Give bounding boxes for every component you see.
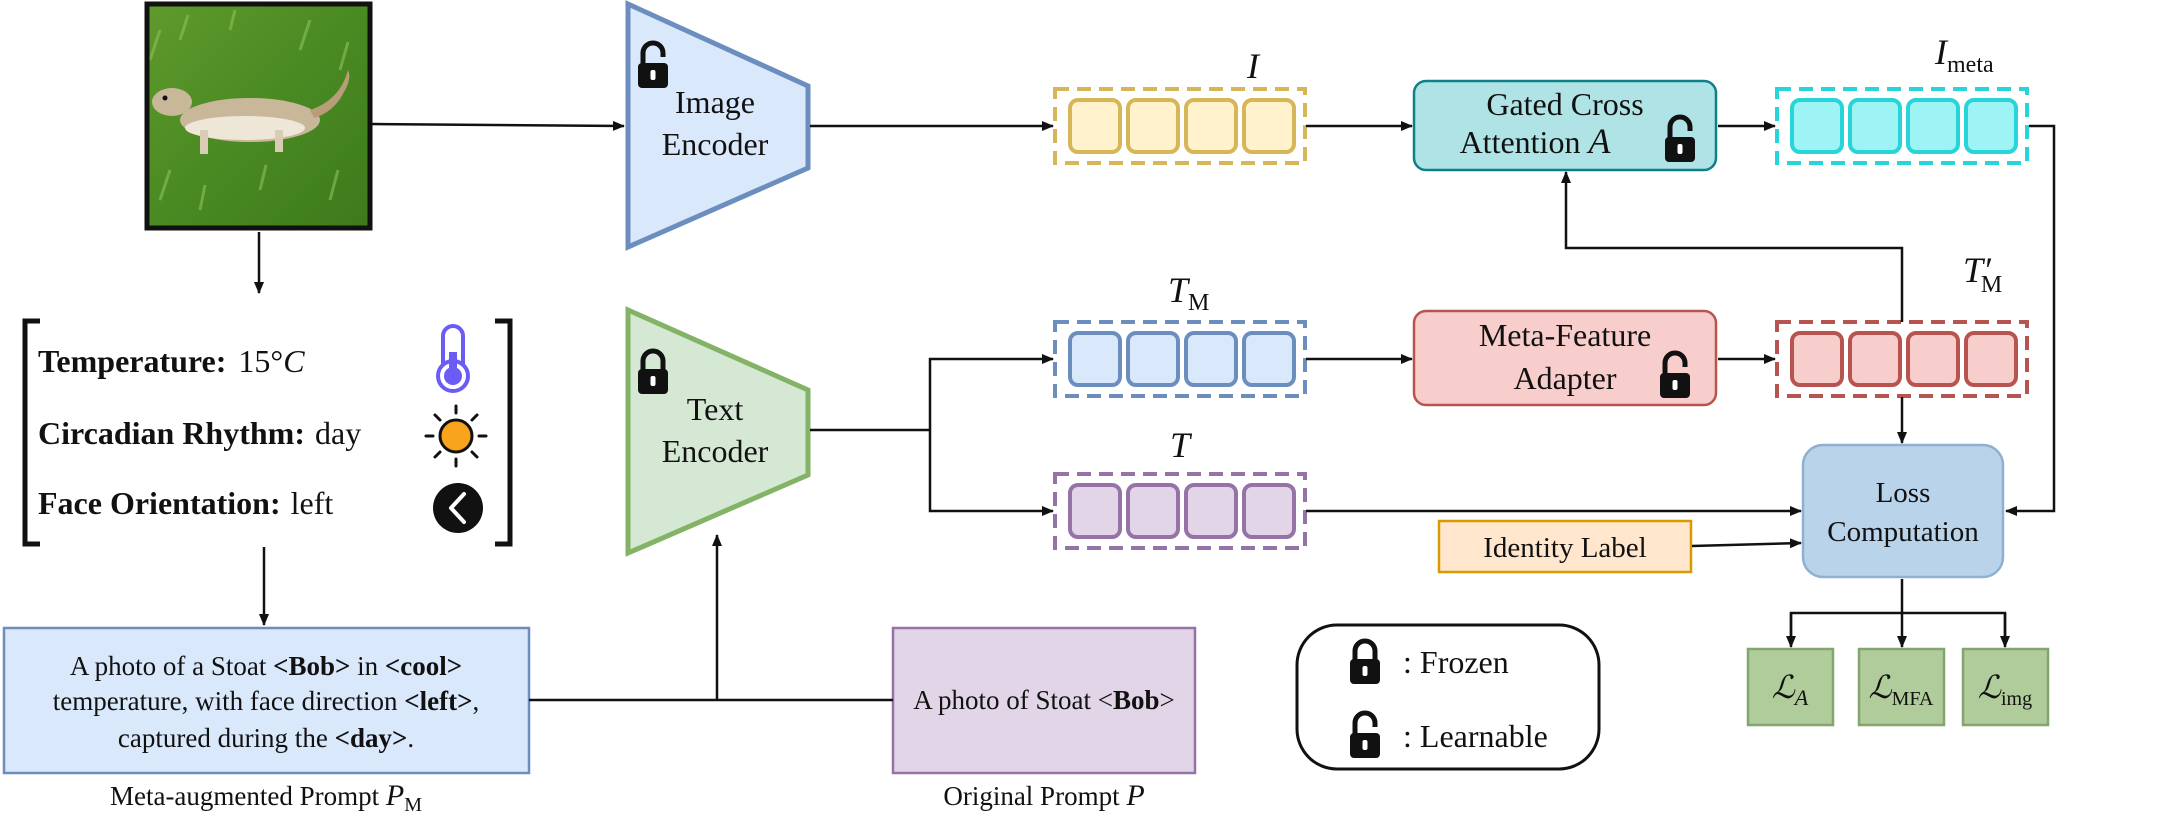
token-t-frame bbox=[1053, 472, 1307, 550]
token-i-token bbox=[1184, 98, 1238, 154]
metadata-bracket-right bbox=[495, 318, 513, 547]
loss-outputs: ℒA ℒMFA ℒimg bbox=[1746, 647, 2050, 727]
loss-label-2: Computation bbox=[1827, 516, 1979, 548]
meta-feature-adapter-box bbox=[1412, 309, 1718, 407]
token-t-token bbox=[1184, 483, 1238, 539]
meta-prompt-line-1: A photo of a Stoat <Bob> in <cool> bbox=[70, 651, 462, 681]
identity-label: Identity Label bbox=[1437, 519, 1693, 574]
line-loss-branches bbox=[1789, 611, 2007, 645]
sun-icon bbox=[424, 404, 488, 468]
metadata-bracket-left bbox=[22, 318, 40, 547]
text-encoder-label-2: Encoder bbox=[662, 433, 769, 469]
label-i-meta: Imeta bbox=[1934, 32, 1994, 78]
image-encoder-label-1: Image bbox=[675, 84, 755, 120]
image-encoder-shape bbox=[625, 0, 811, 251]
text-encoder-label-1: Text bbox=[687, 391, 744, 427]
metadata-temperature: Temperature:15°C bbox=[38, 343, 305, 379]
token-group-i-meta bbox=[1775, 87, 2029, 165]
stoat-photo bbox=[144, 1, 373, 231]
token-i-meta-token bbox=[1848, 98, 1902, 154]
adapter-label-2: Adapter bbox=[1513, 360, 1616, 396]
arrow-identity-to-loss bbox=[1691, 538, 1802, 549]
original-prompt-caption: Original Prompt P bbox=[943, 779, 1144, 812]
metadata-panel: Temperature:15°C Circadian Rhythm:day Fa… bbox=[22, 318, 513, 547]
token-group-i bbox=[1053, 87, 1307, 165]
token-t-m-prime-token bbox=[1964, 331, 2018, 387]
connectors bbox=[254, 120, 2056, 702]
label-t-m: TM bbox=[1168, 270, 1209, 316]
meta-augmented-prompt: A photo of a Stoat <Bob> in <cool> tempe… bbox=[2, 626, 531, 816]
token-t-token bbox=[1068, 483, 1122, 539]
token-i-meta-token bbox=[1906, 98, 1960, 154]
token-t-m-prime-frame bbox=[1775, 320, 2029, 398]
token-t-m-token bbox=[1184, 331, 1238, 387]
original-prompt-box bbox=[891, 626, 1197, 775]
meta-feature-adapter: Meta-Feature Adapter bbox=[1412, 309, 1718, 407]
token-i-meta-token bbox=[1964, 98, 2018, 154]
loss-output-label: ℒMFA bbox=[1869, 669, 1934, 710]
token-t-m-frame bbox=[1053, 320, 1307, 398]
token-t-m-token bbox=[1068, 331, 1122, 387]
original-prompt-text: A photo of Stoat <Bob> bbox=[913, 685, 1175, 715]
image-encoder: Image Encoder bbox=[625, 0, 811, 251]
identity-label-box bbox=[1437, 519, 1693, 574]
loss-output-box bbox=[1857, 647, 1946, 727]
loss-output-label: ℒA bbox=[1772, 669, 1809, 710]
token-t-m-token bbox=[1242, 331, 1296, 387]
token-t-m-prime-token bbox=[1848, 331, 1902, 387]
arrow-text-encoder-to-t-m bbox=[928, 354, 1054, 430]
text-encoder: Text Encoder bbox=[625, 306, 811, 557]
token-group-t bbox=[1053, 472, 1307, 550]
token-i-meta-token bbox=[1790, 98, 1844, 154]
adapter-label-1: Meta-Feature bbox=[1479, 317, 1651, 353]
metadata-circadian: Circadian Rhythm:day bbox=[38, 415, 361, 451]
arrow-text-encoder-to-t bbox=[928, 430, 1054, 516]
token-i-meta-frame bbox=[1775, 87, 2029, 165]
token-t-token bbox=[1242, 483, 1296, 539]
label-t-m-prime: T′M bbox=[1963, 250, 2002, 298]
legend-frozen-text: : Frozen bbox=[1403, 644, 1509, 680]
label-i: I bbox=[1246, 46, 1261, 86]
meta-prompt-line-3: captured during the <day>. bbox=[118, 723, 414, 753]
chevron-left-icon bbox=[433, 483, 483, 533]
token-i-frame bbox=[1053, 87, 1307, 165]
arrow-i-meta-to-loss bbox=[2005, 124, 2056, 516]
text-encoder-shape bbox=[625, 306, 811, 557]
loss-label-1: Loss bbox=[1876, 477, 1931, 509]
arrow-photo-to-image-encoder bbox=[371, 120, 625, 131]
token-group-t-m-prime bbox=[1775, 320, 2029, 398]
token-group-t-m bbox=[1053, 320, 1307, 398]
meta-prompt-box bbox=[2, 626, 531, 775]
image-encoder-label-2: Encoder bbox=[662, 126, 769, 162]
thermometer-icon bbox=[436, 324, 470, 393]
loss-computation: Loss Computation bbox=[1801, 443, 2005, 579]
label-t: T bbox=[1170, 425, 1193, 465]
token-t-m-prime-token bbox=[1790, 331, 1844, 387]
meta-prompt-line-2: temperature, with face direction <left>, bbox=[53, 686, 480, 716]
token-i-token bbox=[1126, 98, 1180, 154]
token-i-token bbox=[1068, 98, 1122, 154]
loss-output-label: ℒimg bbox=[1978, 669, 2032, 710]
token-t-m-prime-token bbox=[1906, 331, 1960, 387]
legend: : Frozen : Learnable bbox=[1295, 623, 1601, 771]
token-t-token bbox=[1126, 483, 1180, 539]
metadata-face: Face Orientation:left bbox=[38, 485, 333, 521]
meta-prompt-caption: Meta-augmented Prompt PM bbox=[110, 779, 422, 813]
loss-output-box bbox=[1746, 647, 1835, 727]
loss-computation-box bbox=[1801, 443, 2005, 579]
loss-output-box bbox=[1961, 647, 2050, 727]
identity-label-text: Identity Label bbox=[1483, 532, 1646, 564]
token-t-m-token bbox=[1126, 331, 1180, 387]
token-i-token bbox=[1242, 98, 1296, 154]
arrow-t-m-prime-to-gated bbox=[1561, 171, 1904, 322]
original-prompt: A photo of Stoat <Bob> Original Prompt P bbox=[891, 626, 1197, 812]
legend-learnable-text: : Learnable bbox=[1403, 718, 1548, 754]
gated-cross-attention-box bbox=[1412, 79, 1718, 172]
gated-label-1: Gated Cross bbox=[1486, 86, 1643, 122]
